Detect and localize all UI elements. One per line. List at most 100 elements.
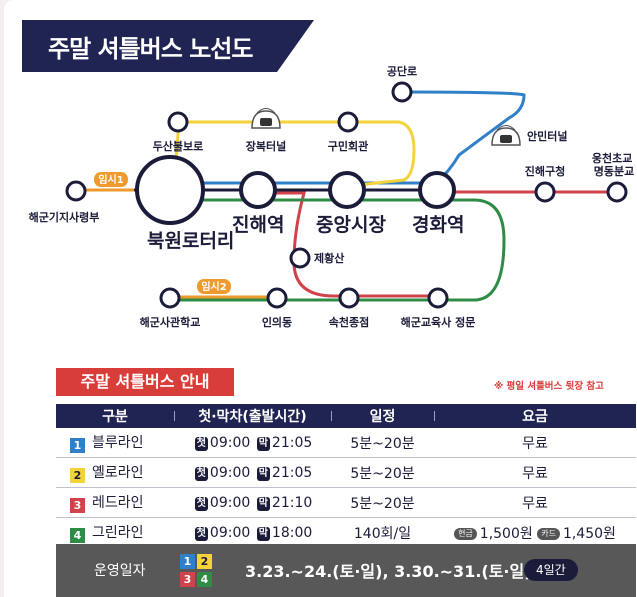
- fare-value: 무료: [522, 435, 548, 452]
- fare-cell: 무료: [434, 428, 636, 458]
- line-number-badge: 2: [70, 468, 85, 483]
- schedule-header-row: 구분 첫·막차(출발시간) 일정 요금: [56, 404, 636, 428]
- dusan-bulboro-label: 두산불보로: [153, 139, 204, 153]
- first-bus-time: 09:00: [209, 434, 251, 451]
- jinhae-district-office-marker: [534, 181, 556, 203]
- navy-education-gate-marker: [427, 287, 449, 309]
- gongdanro-label: 공단로: [387, 64, 417, 78]
- gumin-hall-marker: [337, 111, 359, 133]
- first-bus-time: 09:00: [209, 524, 251, 541]
- inui-dong-label: 인의동: [262, 315, 292, 329]
- last-bus-time: 21:05: [271, 434, 313, 451]
- navy-academy-marker: [159, 287, 181, 309]
- navy-education-gate-label: 해군교육사 정문: [401, 315, 476, 329]
- last-bus-time: 18:00: [271, 524, 313, 541]
- fare-cell: 무료: [434, 487, 636, 518]
- line-name: 레드라인: [92, 495, 144, 511]
- line-2-badge: 2: [197, 554, 212, 569]
- dusan-bulboro-marker: [167, 111, 189, 133]
- schedule-cell: 140회/일: [331, 517, 434, 548]
- jinhae-district-office-label: 진해구청: [525, 164, 565, 178]
- schedule-cell: 5분~20분: [331, 428, 434, 458]
- first-bus-badge: 첫: [194, 526, 208, 541]
- line-number-badge: 3: [70, 498, 85, 513]
- jehwangsan-marker: [289, 247, 311, 269]
- first-bus-badge: 첫: [194, 496, 208, 511]
- cash-fare: 1,500원: [479, 525, 533, 542]
- anmin-tunnel-label: 안민터널: [527, 129, 567, 143]
- guide-title: 주말 셔틀버스 안내: [56, 368, 234, 396]
- line-name-cell: 2 옐로라인: [56, 457, 174, 488]
- title-banner: 주말 셔틀버스 노선도: [22, 20, 314, 72]
- last-bus-badge: 막: [256, 496, 270, 511]
- jehwangsan-label: 제황산: [314, 251, 344, 265]
- seokcheon-label: 속천종점: [329, 315, 369, 329]
- line-4-badge: 4: [197, 572, 212, 587]
- fare-cell: 무료: [434, 457, 636, 488]
- line-name-cell: 3 레드라인: [56, 487, 174, 518]
- line-3-badge: 3: [180, 572, 195, 587]
- temp2-badge: 임시2: [197, 279, 231, 294]
- gongdanro-marker: [391, 81, 413, 103]
- gumin-hall-label: 구민회관: [328, 139, 368, 153]
- jangbok-tunnel-label: 장복터널: [246, 139, 286, 153]
- operation-duration-badge: 4일간: [524, 559, 578, 581]
- schedule-cell: 5분~20분: [331, 457, 434, 488]
- temp1-badge: 임시1: [94, 172, 128, 187]
- temp2-label: 임시2: [201, 280, 226, 293]
- tunnel-icon: [251, 108, 281, 129]
- operation-label: 운영일자: [94, 563, 146, 579]
- tunnel-icon: [491, 125, 521, 146]
- ungcheon-label: 웅천초교 명동분교: [592, 151, 636, 178]
- line-name: 그린라인: [92, 525, 144, 541]
- first-bus-badge: 첫: [194, 436, 208, 451]
- line-number-badge: 4: [70, 528, 85, 543]
- page-title: 주말 셔틀버스 노선도: [48, 35, 253, 63]
- gyeonghwa-station-label: 경화역: [412, 214, 464, 236]
- navy-academy-label: 해군사관학교: [140, 315, 201, 329]
- ungcheon-marker: [606, 181, 628, 203]
- card-fare: 1,450원: [562, 525, 616, 542]
- last-bus-badge: 막: [256, 526, 270, 541]
- card-fare-tag: 카드: [537, 527, 560, 540]
- last-bus-time: 21:05: [271, 464, 313, 481]
- guide-note: ※ 평일 셔틀버스 뒷장 참고: [494, 381, 604, 392]
- first-bus-time: 09:00: [209, 464, 251, 481]
- line-number-badge: 1: [70, 438, 85, 453]
- operation-bar: 운영일자 1 2 3 4 3.23.~24.(토·일), 3.30.~31.(토…: [56, 544, 636, 597]
- line-name: 옐로라인: [92, 465, 144, 481]
- last-bus-badge: 막: [256, 466, 270, 481]
- header-times: 첫·막차(출발시간): [174, 404, 331, 428]
- jinhae-station-label: 진해역: [232, 214, 284, 236]
- title-banner-shape: [22, 20, 314, 72]
- schedule-cell: 5분~20분: [331, 487, 434, 518]
- bukwon-label: 북원로터리: [147, 230, 234, 252]
- jungang-market-label: 중앙시장: [316, 214, 386, 236]
- line-name-cell: 4 그린라인: [56, 517, 174, 548]
- green-line-path: [164, 198, 506, 302]
- last-bus-badge: 막: [256, 436, 270, 451]
- fare-value: 무료: [522, 495, 548, 512]
- line-name: 블루라인: [92, 435, 144, 451]
- last-bus-time: 21:10: [271, 494, 313, 511]
- line-name-cell: 1 블루라인: [56, 428, 174, 458]
- line-number-grid: 1 2 3 4: [180, 550, 216, 590]
- first-bus-time: 09:00: [209, 494, 251, 511]
- route-map: 임시1 임시2 북원로터리 진해역 중앙시장 경화역 두산불보로 장복터널 구민…: [29, 64, 636, 329]
- first-bus-badge: 첫: [194, 466, 208, 481]
- yellow-line-path: [172, 120, 416, 188]
- jungang-market-marker: [328, 171, 366, 209]
- navy-base-label: 해군기지사령부: [29, 210, 100, 224]
- seokcheon-marker: [338, 287, 360, 309]
- jinhae-station-marker: [239, 171, 277, 209]
- gyeonghwa-station-marker: [418, 171, 456, 209]
- blue-line-path: [174, 90, 526, 185]
- cash-fare-tag: 현금: [454, 527, 477, 540]
